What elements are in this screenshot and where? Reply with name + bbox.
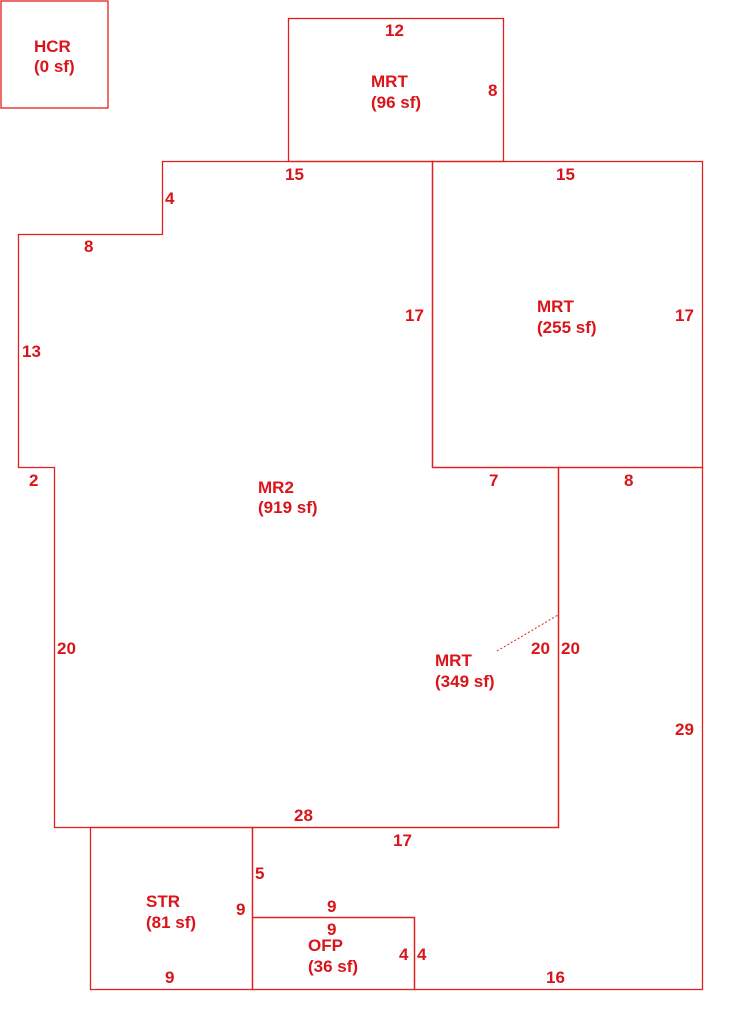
dim-mr2-left-step: 2	[29, 471, 38, 490]
dim-mrt-lower-bottom-right: 16	[546, 968, 565, 987]
dim-str-right-upper: 5	[255, 864, 264, 883]
str-outline	[89, 826, 254, 991]
ofp-outline	[251, 916, 416, 991]
dim-ofp-top-inner: 9	[327, 920, 336, 939]
str-label: STR	[146, 892, 180, 911]
dim-str-bottom: 9	[165, 968, 174, 987]
dim-ofp-right-outer: 4	[417, 945, 427, 964]
dim-mr2-step-horizontal: 8	[84, 237, 93, 256]
ofp-area: (36 sf)	[308, 957, 358, 976]
mrt-right-area: (255 sf)	[537, 318, 597, 337]
dim-mrt-top-right: 8	[488, 81, 497, 100]
dim-mrt-right-top: 15	[556, 165, 575, 184]
ofp-label: OFP	[308, 936, 343, 955]
mrt-lower-label: MRT	[435, 651, 472, 670]
dim-mr2-top: 15	[285, 165, 304, 184]
mr2-label: MR2	[258, 478, 294, 497]
str-area: (81 sf)	[146, 913, 196, 932]
dim-mrt-lower-bottom: 17	[393, 831, 412, 850]
dim-mrt-right-left: 17	[405, 306, 424, 325]
hcr-outline	[0, 0, 109, 109]
mrt-top-label: MRT	[371, 72, 408, 91]
dim-mr2-left-lower: 20	[57, 639, 76, 658]
dim-mr2-bottom: 28	[294, 806, 313, 825]
dim-ofp-right-inner: 4	[399, 945, 409, 964]
dim-str-right: 9	[236, 900, 245, 919]
dim-mrt-lower-top-right: 8	[624, 471, 633, 490]
hcr-area: (0 sf)	[34, 57, 75, 76]
mrt-top-area: (96 sf)	[371, 93, 421, 112]
hcr-label: HCR	[34, 37, 71, 56]
dim-mrt-top-top: 12	[385, 21, 404, 40]
dim-mrt-lower-left: 20	[561, 639, 580, 658]
dim-mrt-right-right: 17	[675, 306, 694, 325]
dim-ofp-top-outer: 9	[327, 897, 336, 916]
dim-mr2-step-vertical: 4	[165, 189, 175, 208]
mrt-lower-area: (349 sf)	[435, 672, 495, 691]
mr2-area: (919 sf)	[258, 498, 318, 517]
dim-mrt-lower-top-left: 7	[489, 471, 498, 490]
dim-mrt-lower-right: 29	[675, 720, 694, 739]
mrt-lower-outline	[251, 466, 704, 991]
dim-mr2-left-upper: 13	[22, 342, 41, 361]
dim-mr2-right: 20	[531, 639, 550, 658]
mrt-right-label: MRT	[537, 297, 574, 316]
